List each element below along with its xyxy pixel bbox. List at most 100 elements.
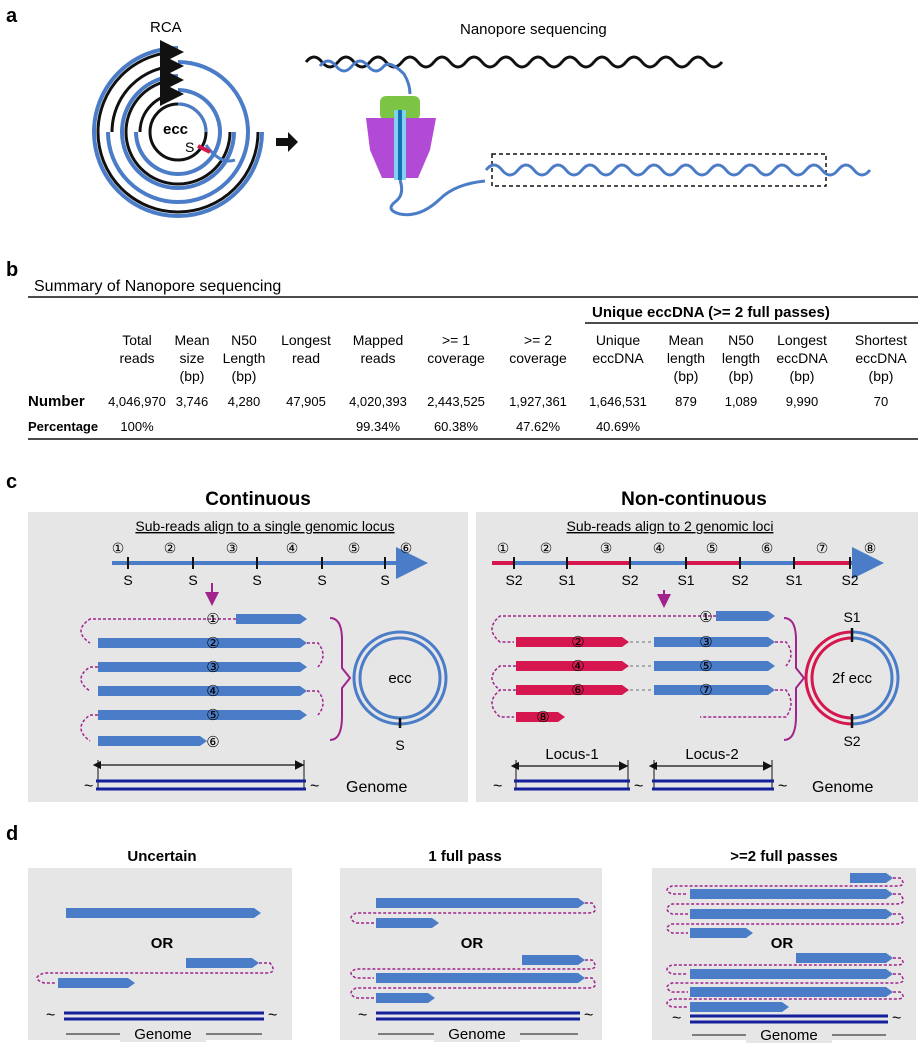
segment-label: ① [206,611,219,628]
tilde: ~ [358,1007,367,1024]
segment-label: ⑧ [536,709,549,726]
panel-c: c Continuous Sub-reads align to a single… [6,471,918,802]
svg-text:reads: reads [119,350,154,366]
ecc-2f-label: 2f ecc [832,670,873,687]
rca-label: RCA [150,19,182,36]
svg-text:Longest: Longest [281,332,331,348]
nanopore-label: Nanopore sequencing [460,21,607,38]
segment-label: ① [497,540,510,556]
segment-label: ① [699,609,712,626]
segment-label: ⑧ [864,540,877,556]
svg-text:eccDNA: eccDNA [776,350,828,366]
site-label: S [380,572,389,588]
table-cell: 47,905 [286,394,326,409]
svg-text:(bp): (bp) [790,368,815,384]
tilde: ~ [310,778,319,795]
site-label: S2 [621,572,638,588]
two-pass-title: >=2 full passes [730,848,838,865]
segment-label: ④ [653,540,666,556]
site-label: S [252,572,261,588]
svg-text:size: size [180,350,205,366]
panel-letter-c: c [6,471,17,493]
panel-d: d Uncertain OR ~ ~ Genome 1 full pass OR [6,823,916,1044]
tilde: ~ [584,1007,593,1024]
tilde: ~ [892,1010,901,1027]
genome-label: Genome [134,1026,192,1043]
or-label: OR [771,935,794,952]
tilde: ~ [493,778,502,795]
table-title: Summary of Nanopore sequencing [34,278,281,295]
noncontinuous-bg [476,512,918,802]
s2-label: S2 [843,733,860,749]
genome-label: Genome [346,779,407,796]
segment-label: ⑥ [571,682,584,699]
s1-label: S1 [843,609,860,625]
one-pass-title: 1 full pass [428,848,501,865]
uncertain-box: Uncertain OR ~ ~ Genome [28,848,292,1043]
tilde: ~ [634,778,643,795]
segment-label: ① [112,540,125,556]
svg-text:N50: N50 [231,332,257,348]
locus1-label: Locus-1 [545,746,598,763]
tilde: ~ [46,1007,55,1024]
svg-text:Mean: Mean [174,332,209,348]
genome-label: Genome [760,1027,818,1044]
brace [783,617,806,741]
svg-text:Shortest: Shortest [855,332,907,348]
site-label: S1 [785,572,802,588]
table-cell: 3,746 [176,394,209,409]
continuous-bg [28,512,468,802]
segment-label: ⑥ [206,734,219,751]
segment-label: ⑤ [206,707,219,724]
table-cell: 70 [874,394,888,409]
table-cell: 100% [120,419,154,434]
svg-text:(bp): (bp) [729,368,754,384]
segment-label: ⑤ [348,540,361,556]
row-label: Number [28,393,85,410]
table-cell: 2,443,525 [427,394,485,409]
segment-label: ② [206,635,219,652]
table-cell: 40.69% [596,419,641,434]
table-cell: 1,646,531 [589,394,647,409]
table-cell: 879 [675,394,697,409]
locus2-label: Locus-2 [685,746,738,763]
continuous-loops [80,618,324,742]
col-header: >= 2 coverage [509,332,567,366]
continuous-reads [98,614,307,746]
segment-label: ⑤ [699,658,712,675]
segment-label: ④ [206,683,219,700]
svg-text:eccDNA: eccDNA [592,350,644,366]
segment-label: ⑤ [706,540,719,556]
brace [329,617,352,741]
or-label: OR [461,935,484,952]
s-label-a: S [185,139,194,155]
table-cell: 4,280 [228,394,261,409]
read-strand-tail [389,179,486,217]
ecc-2f-circle [804,628,900,728]
site-label: S1 [677,572,694,588]
svg-text:coverage: coverage [509,350,567,366]
template-strand [304,55,724,69]
noncontinuous-panel: Non-continuous Sub-reads align to 2 geno… [476,489,918,802]
table-cell: 1,927,361 [509,394,567,409]
site-label: S [123,572,132,588]
svg-text:(bp): (bp) [674,368,699,384]
read-strand-start [318,59,412,95]
ecc-label-c: ecc [388,670,412,687]
segment-label: ③ [206,659,219,676]
s-label-c: S [395,737,404,753]
noncontinuous-reads [516,611,775,722]
svg-text:Mapped: Mapped [353,332,404,348]
noncontinuous-title: Non-continuous [621,489,767,510]
ecc-label-a: ecc [163,121,188,138]
segment-label: ④ [286,540,299,556]
panel-letter-b: b [6,259,18,281]
svg-text:>= 2: >= 2 [524,332,552,348]
table-cell: 4,020,393 [349,394,407,409]
